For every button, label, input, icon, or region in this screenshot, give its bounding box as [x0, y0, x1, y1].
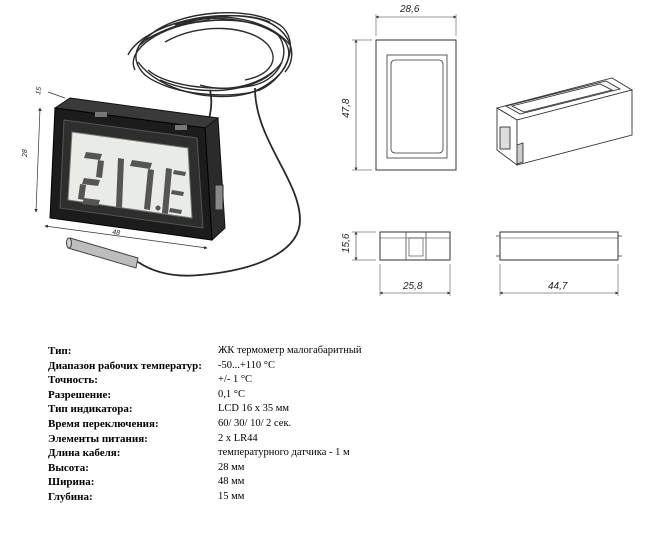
spec-row: Тип: ЖК термометр малогабаритный	[48, 344, 362, 359]
spec-label: Длина кабеля:	[48, 447, 121, 460]
temperature-probe	[66, 237, 139, 269]
spec-value: ЖК термометр малогабаритный	[218, 345, 362, 356]
spec-row: Тип индикатора: LCD 16 x 35 мм	[48, 402, 362, 417]
spec-row: Высота: 28 мм	[48, 461, 362, 476]
spec-label: Глубина:	[48, 490, 93, 503]
spec-value: 60/ 30/ 10/ 2 сек.	[218, 417, 292, 429]
spec-value: 15 мм	[218, 490, 245, 502]
photo-height-dim: 28	[22, 149, 29, 158]
cable-coil	[127, 12, 301, 277]
spec-row: Ширина: 48 мм	[48, 475, 362, 490]
spec-row: Элементы питания: 2 x LR44	[48, 432, 362, 447]
spec-value: 0,1 °С	[218, 388, 245, 400]
spec-row: Разрешение: 0,1 °С	[48, 388, 362, 403]
spec-label: Диапазон рабочих температур:	[48, 359, 202, 372]
technical-drawing: 28 15 48 28,6 47,8	[22, 4, 634, 296]
spec-row: Длина кабеля: температурного датчика - 1 …	[48, 446, 362, 461]
front-height-dim: 47,8	[341, 98, 352, 118]
spec-label: Ширина:	[48, 476, 95, 489]
spec-row: Время переключения: 60/ 30/ 10/ 2 сек.	[48, 417, 362, 432]
spec-value: -50...+110 °С	[218, 359, 275, 371]
spec-row: Точность: +/- 1 °С	[48, 373, 362, 388]
spec-label: Тип индикатора:	[48, 403, 133, 416]
isometric-view	[495, 77, 634, 166]
photo-width-dim: 48	[112, 229, 121, 237]
side-view	[352, 231, 451, 296]
spec-label: Высота:	[48, 461, 89, 474]
side-width-dim: 25,8	[402, 281, 423, 292]
spec-value: 48 мм	[218, 476, 245, 488]
spec-value: LCD 16 x 35 мм	[218, 403, 290, 415]
bottom-view	[496, 231, 622, 296]
spec-value: 28 мм	[218, 461, 245, 473]
spec-value: температурного датчика - 1 м	[218, 447, 350, 459]
front-width-dim: 28,6	[399, 4, 420, 15]
spec-value: 2 x LR44	[218, 432, 258, 444]
thermometer-photo: 28 15 48	[22, 12, 301, 277]
lcd-digits	[78, 152, 186, 214]
spec-label: Точность:	[48, 374, 98, 387]
spec-label: Разрешение:	[48, 388, 112, 401]
spec-row: Диапазон рабочих температур: -50...+110 °…	[48, 359, 362, 374]
side-height-dim: 15,6	[341, 233, 352, 253]
lcd-screen	[67, 131, 193, 219]
spec-label: Элементы питания:	[48, 432, 148, 445]
spec-row: Глубина: 15 мм	[48, 490, 362, 505]
front-view	[352, 14, 457, 171]
spec-label: Тип:	[48, 345, 72, 357]
bottom-length-dim: 44,7	[548, 281, 568, 292]
photo-depth-dim: 15	[35, 86, 43, 95]
spec-label: Время переключения:	[48, 417, 159, 430]
spec-value: +/- 1 °С	[218, 374, 253, 386]
